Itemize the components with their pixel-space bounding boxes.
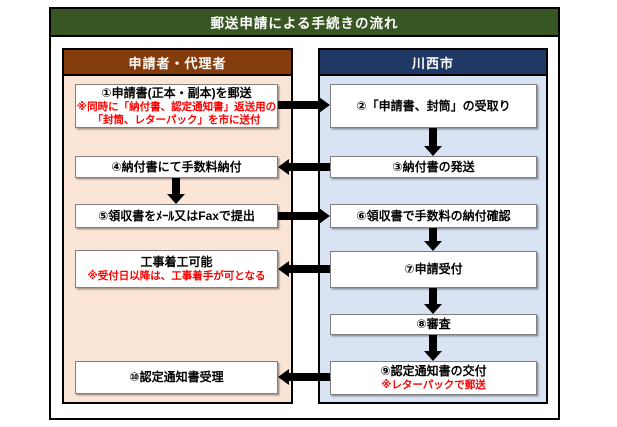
step8-review-box: ⑧審査 [330,314,537,335]
arrow-head [278,159,289,175]
step3-label: ③納付書の発送 [392,159,475,174]
arrow-shaft [288,163,330,171]
step4-pay-fee-box: ④納付書にて手数料納付 [75,156,278,178]
step3-send-payment-slip-box: ③納付書の発送 [330,156,537,178]
step7-label: ⑦申請受付 [404,262,463,276]
step1-mail-application-box: ①申請書(正本・副本)を郵送 ※同時に「納付書、認定通知書」返送用の 「封筒、レ… [75,84,278,128]
arrow-right-icon-step1-to-step2 [278,97,330,113]
arrow-down-icon-step6-to-step7 [424,228,442,251]
step5-label: ⑤領収書をﾒｰﾙ又はFaxで提出 [98,208,255,223]
arrow-down-icon-step2-to-step3 [424,128,442,156]
construction-start-note: ※受付日以降は、工事着手が可となる [87,270,266,283]
arrow-head [424,146,442,156]
city-lane-header: 川西市 [320,50,546,76]
step8-label: ⑧審査 [416,317,451,331]
step2-label: ②「申請書、封筒」の受取り [356,98,511,113]
arrow-shaft [429,288,437,305]
applicant-lane-header: 申請者・代理者 [64,50,291,76]
arrow-shaft [429,228,437,242]
step10-label: ⑩認定通知書受理 [129,370,224,384]
arrow-head [167,194,185,204]
step6-confirm-payment-box: ⑥領収書で手数料の納付確認 [330,204,537,228]
city-lane-title: 川西市 [411,55,454,71]
arrow-shaft [172,178,180,195]
step7-accept-application-box: ⑦申請受付 [330,251,537,288]
arrow-head [424,241,442,251]
arrow-left-icon-step3-to-step4 [278,159,330,175]
arrow-head [424,351,442,361]
arrow-head [319,208,330,224]
arrow-down-icon-step7-to-step8 [424,288,442,314]
step9-label: ⑨認定通知書の交付 [380,364,487,379]
step1-note-line1: ※同時に「納付書、認定通知書」返送用の [76,101,277,114]
applicant-lane-title: 申請者・代理者 [128,55,227,71]
construction-start-label: 工事着工可能 [140,255,213,270]
step9-note: ※レターパックで郵送 [381,379,486,392]
arrow-shaft [278,101,320,109]
step6-label: ⑥領収書で手数料の納付確認 [356,208,511,223]
diagram-title-bar: 郵送申請による手続きの流れ [49,7,560,37]
arrow-shaft [288,265,330,273]
arrow-down-icon-step4-to-step5 [167,178,185,204]
arrow-right-icon-step5-to-step6 [278,208,330,224]
step4-label: ④納付書にて手数料納付 [111,159,242,174]
diagram-title: 郵送申請による手続きの流れ [210,16,399,31]
arrow-shaft [429,128,437,147]
arrow-left-icon-step9-to-step10 [278,369,330,385]
step5-submit-receipt-box: ⑤領収書をﾒｰﾙ又はFaxで提出 [75,204,278,228]
step2-receive-application-box: ②「申請書、封筒」の受取り [330,84,537,128]
construction-start-box: 工事着工可能 ※受付日以降は、工事着手が可となる [75,250,278,288]
arrow-left-icon-step7-to-construction [278,261,330,277]
arrow-head [424,304,442,314]
arrow-down-icon-step8-to-step9 [424,335,442,361]
arrow-shaft [429,335,437,352]
step9-issue-notice-box: ⑨認定通知書の交付 ※レターパックで郵送 [330,361,537,395]
arrow-head [319,97,330,113]
step1-label: ①申請書(正本・副本)を郵送 [101,86,252,101]
arrow-head [278,369,289,385]
step10-receive-notice-box: ⑩認定通知書受理 [75,361,278,394]
arrow-shaft [278,212,320,220]
arrow-shaft [288,373,330,381]
arrow-head [278,261,289,277]
step1-note-line2: 「封筒、レターパック」を市に送付 [92,113,261,126]
